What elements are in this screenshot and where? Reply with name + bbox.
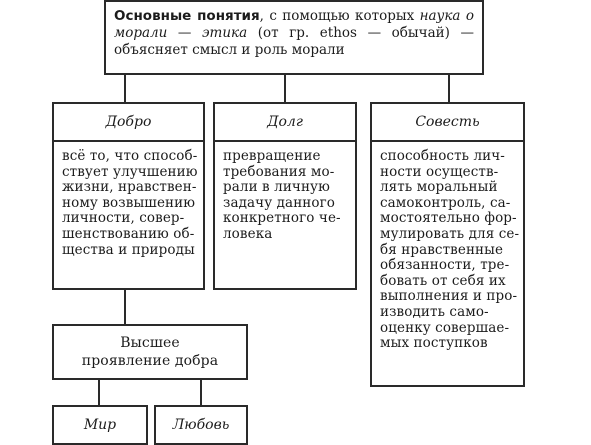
definition-italic-ethics: этика [202, 25, 248, 41]
connector-high-mir [98, 380, 100, 405]
header-dobro-label: Добро [105, 114, 152, 130]
definition-box: Основные понятия, с помощью которых наук… [104, 0, 484, 75]
body-dobro [52, 140, 205, 290]
definition-dash: — [167, 25, 202, 41]
connector-top-right [448, 75, 450, 102]
dobro-definition: всё то, что способ- ствует улучшению жиз… [62, 148, 198, 258]
definition-part: (от гр. ethos — обычай) — объясняет смыс… [114, 25, 474, 58]
highest-good-box: Высшее проявление добра [52, 324, 248, 380]
highest-good-label: Высшее проявление добра [81, 335, 219, 369]
header-sovest: Совесть [370, 102, 525, 142]
body-dolg [213, 140, 357, 290]
dolg-definition: превращение требования мо- рали в личную… [223, 148, 341, 242]
header-sovest-label: Совесть [415, 114, 480, 130]
body-sovest [370, 140, 525, 387]
box-lubov-label: Любовь [172, 417, 230, 433]
connector-top-left [124, 75, 126, 102]
box-mir-label: Мир [83, 417, 117, 433]
header-dobro: Добро [52, 102, 205, 142]
connector-dobro-high [124, 290, 126, 324]
sovest-definition: способность лич- ности осуществ- лять мо… [380, 148, 520, 352]
box-mir: Мир [52, 405, 148, 445]
definition-bold-term: Основные понятия [114, 8, 260, 24]
box-lubov: Любовь [154, 405, 248, 445]
definition-part: , с помощью которых [259, 8, 420, 24]
header-dolg-label: Долг [267, 114, 303, 130]
definition-italic-term: наука о морали [114, 8, 474, 41]
connector-top-center [284, 75, 286, 102]
connector-high-lubov [200, 380, 202, 405]
header-dolg: Долг [213, 102, 357, 142]
definition-text: Основные понятия, с помощью которых наук… [114, 8, 474, 59]
